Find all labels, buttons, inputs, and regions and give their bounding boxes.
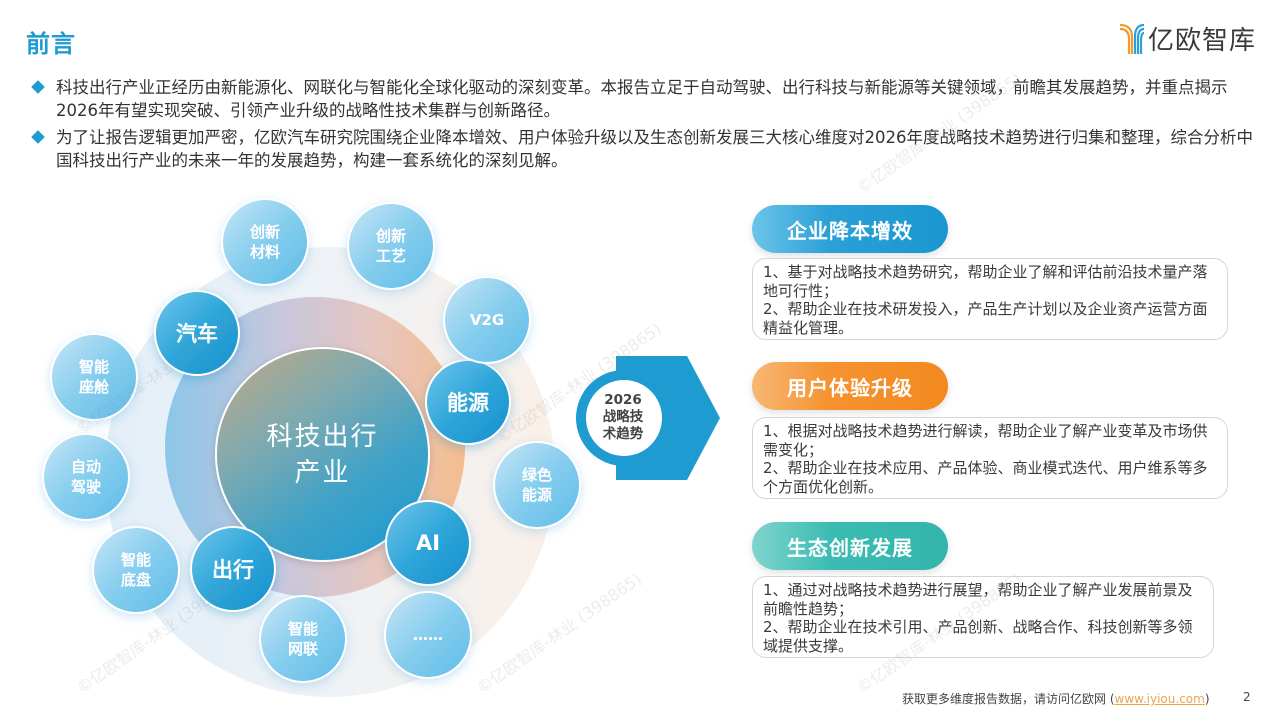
panel-title-ecosystem: 生态创新发展 bbox=[752, 522, 948, 570]
node-label: 出行 bbox=[212, 558, 254, 582]
node-green-energy: 绿色 能源 bbox=[493, 441, 581, 529]
intro-bullets: 科技出行产业正经历由新能源化、网联化与智能化全球化驱动的深刻变革。本报告立足于自… bbox=[30, 76, 1260, 176]
node-label: 智能 座舱 bbox=[78, 358, 109, 396]
panel-line: 2、帮助企业在技术应用、产品体验、商业模式迭代、用户维系等多个方面优化创新。 bbox=[763, 459, 1208, 496]
panel-line: 1、基于对战略技术趋势研究，帮助企业了解和评估前沿技术量产落地可行性； bbox=[763, 263, 1208, 300]
node-new-process: 创新 工艺 bbox=[347, 202, 435, 290]
panel-body-ecosystem: 1、通过对战略技术趋势进行展望，帮助企业了解产业发展前景及前瞻性趋势； 2、帮助… bbox=[752, 576, 1214, 658]
node-label: 自动 驾驶 bbox=[70, 458, 101, 496]
intro-bullet-text: 为了让报告逻辑更加严密，亿欧汽车研究院围绕企业降本增效、用户体验升级以及生态创新… bbox=[56, 128, 1253, 170]
diamond-bullet-icon bbox=[31, 130, 45, 144]
footer-text: 获取更多维度报告数据，请访问亿欧网 ( bbox=[902, 692, 1115, 706]
node-cockpit: 智能 座舱 bbox=[50, 333, 138, 421]
intro-bullet: 科技出行产业正经历由新能源化、网联化与智能化全球化驱动的深刻变革。本报告立足于自… bbox=[30, 76, 1260, 122]
trend-arrow-badge: 2026 战略技 术趋势 bbox=[572, 354, 722, 482]
diamond-bullet-icon bbox=[31, 80, 45, 94]
node-new-materials: 创新 材料 bbox=[221, 198, 309, 286]
intro-bullet-text: 科技出行产业正经历由新能源化、网联化与智能化全球化驱动的深刻变革。本报告立足于自… bbox=[56, 78, 1228, 120]
node-label: 智能 网联 bbox=[287, 620, 318, 658]
logo-text: 亿欧智库 bbox=[1148, 25, 1257, 56]
node-ai: AI bbox=[385, 500, 471, 586]
node-chassis: 智能 底盘 bbox=[92, 526, 180, 614]
core-label: 科技出行 产业 bbox=[266, 421, 379, 488]
node-label: 智能 底盘 bbox=[120, 551, 151, 589]
node-autonomous: 自动 驾驶 bbox=[42, 433, 130, 521]
panel-line: 1、通过对战略技术趋势进行展望，帮助企业了解产业发展前景及前瞻性趋势； bbox=[763, 581, 1193, 618]
logo-mark-icon bbox=[1119, 23, 1145, 54]
node-label: 能源 bbox=[447, 391, 489, 415]
footer-text-suffix: ) bbox=[1204, 692, 1210, 706]
badge-label: 2026 战略技 术趋势 bbox=[602, 392, 644, 442]
panel-title-user-experience: 用户体验升级 bbox=[752, 362, 948, 410]
node-energy: 能源 bbox=[425, 359, 511, 445]
footer-link[interactable]: www.iyiou.com bbox=[1114, 692, 1205, 706]
footer: 获取更多维度报告数据，请访问亿欧网 (www.iyiou.com) bbox=[902, 690, 1210, 707]
page-title: 前言 bbox=[26, 30, 76, 58]
node-label: 绿色 能源 bbox=[521, 466, 552, 504]
node-label: V2G bbox=[469, 311, 505, 329]
node-v2g: V2G bbox=[443, 276, 531, 364]
node-label: 创新 材料 bbox=[249, 223, 280, 261]
node-car: 汽车 bbox=[154, 290, 240, 376]
ecosystem-diagram: 科技出行 产业 汽车 能源 AI 出行 创新 材料 创新 工艺 V2G 绿色 能… bbox=[0, 190, 740, 710]
panel-line: 1、根据对战略技术趋势进行解读，帮助企业了解产业变革及市场供需变化； bbox=[763, 422, 1208, 459]
node-more: …… bbox=[384, 591, 472, 679]
panel-line: 2、帮助企业在技术引用、产品创新、战略合作、科技创新等多领域提供支撑。 bbox=[763, 618, 1193, 655]
node-label: 汽车 bbox=[176, 322, 218, 346]
panel-body-cost-efficiency: 1、基于对战略技术趋势研究，帮助企业了解和评估前沿技术量产落地可行性； 2、帮助… bbox=[752, 258, 1228, 340]
node-label: …… bbox=[413, 626, 443, 644]
panel-line: 2、帮助企业在技术研发投入，产品生产计划以及企业资产运营方面精益化管理。 bbox=[763, 300, 1208, 337]
intro-bullet: 为了让报告逻辑更加严密，亿欧汽车研究院围绕企业降本增效、用户体验升级以及生态创新… bbox=[30, 126, 1260, 172]
panel-title-cost-efficiency: 企业降本增效 bbox=[752, 205, 948, 253]
page-number: 2 bbox=[1243, 690, 1251, 704]
node-connected: 智能 网联 bbox=[259, 595, 347, 683]
brand-logo: 亿欧智库 bbox=[1118, 20, 1256, 56]
panel-body-user-experience: 1、根据对战略技术趋势进行解读，帮助企业了解产业变革及市场供需变化； 2、帮助企… bbox=[752, 417, 1228, 499]
node-label: AI bbox=[415, 531, 441, 555]
node-mobility: 出行 bbox=[190, 526, 276, 612]
node-label: 创新 工艺 bbox=[375, 227, 406, 265]
arrow-shape-icon bbox=[576, 356, 720, 480]
